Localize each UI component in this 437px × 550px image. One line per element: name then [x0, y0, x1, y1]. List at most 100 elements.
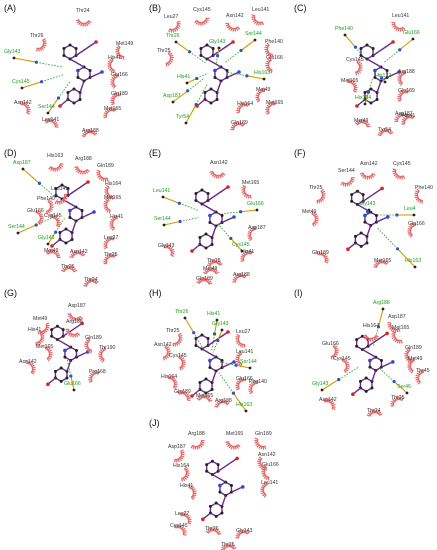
- ligand-ring: [209, 356, 223, 372]
- hydrophobic-arc: [45, 198, 54, 215]
- residue-met49: Met49: [407, 356, 423, 374]
- residue-ser144: Ser144: [338, 168, 355, 187]
- residue-bond: [184, 317, 195, 333]
- residue-label: His164: [105, 181, 121, 187]
- ligand-ring: [214, 66, 228, 82]
- residue-label: Thr24: [84, 277, 98, 283]
- hydrophobic-arc: [45, 249, 61, 259]
- residue-label: Asp187: [248, 225, 266, 231]
- atom-nitrogen: [218, 483, 222, 488]
- residue-glu166: Glu166: [110, 72, 128, 89]
- residue-label: His41: [180, 483, 193, 489]
- ligand-bond: [366, 225, 372, 237]
- atom-carbon: [194, 337, 198, 340]
- residue-bond: [235, 364, 251, 369]
- hydrophobic-arc: [340, 177, 355, 187]
- ligand-structure: [355, 40, 401, 108]
- atom-carbon: [80, 209, 84, 212]
- ligand-bond: [212, 473, 227, 483]
- hydrophobic-arc: [415, 369, 424, 385]
- atom-carbon: [211, 47, 215, 50]
- residue-arg188: Arg188: [65, 319, 83, 338]
- residue-label: Arg188: [233, 272, 250, 278]
- residue-ser144: Ser144: [224, 31, 262, 63]
- ligand-bond: [366, 58, 382, 68]
- atom-nitrogen: [213, 68, 217, 73]
- ligand-ring: [59, 228, 73, 244]
- residue-leu27: Leu27: [103, 235, 119, 249]
- residue-arg188: Arg188: [397, 69, 415, 86]
- atom-carbon: [355, 189, 359, 193]
- hydrophobic-arc: [240, 250, 253, 262]
- ligand-ring: [50, 325, 64, 341]
- residue-bond: [47, 231, 57, 245]
- atom-carbon: [64, 227, 68, 231]
- atom-nitrogen: [68, 208, 72, 213]
- atom-carbon: [343, 33, 347, 37]
- atom-carbon: [374, 213, 378, 217]
- atom-carbon: [198, 236, 202, 239]
- residue-label: Phe140: [335, 26, 353, 32]
- ligand-structure: [351, 331, 395, 397]
- panel-label: (D): [4, 148, 17, 158]
- hydrophobic-arc: [265, 57, 273, 74]
- ligand-bond: [67, 181, 89, 197]
- residue-gln189: Gln189: [96, 163, 114, 182]
- atom-carbon: [76, 76, 80, 79]
- atom-oxygen: [226, 185, 230, 189]
- residue-label: Thr25: [221, 542, 235, 548]
- atom-oxygen: [235, 456, 239, 461]
- residue-met165: Met165: [103, 195, 121, 214]
- atom-carbon: [371, 47, 375, 50]
- atom-carbon: [205, 463, 209, 467]
- atom-carbon: [194, 192, 198, 195]
- residue-label: Arg188: [188, 431, 205, 437]
- panel-label: (E): [149, 148, 161, 158]
- residue-label: Glu166: [27, 208, 44, 214]
- residue-label: Thr24: [367, 408, 381, 414]
- residue-thr25: Thr25: [103, 252, 118, 265]
- ligand-bond: [201, 203, 217, 213]
- residue-label: Thr26: [61, 264, 75, 270]
- atom-carbon: [74, 348, 78, 352]
- hydrophobic-arc: [392, 168, 406, 180]
- residue-asp187: Asp187: [247, 225, 266, 241]
- residue-asp187: Asp187: [394, 111, 413, 123]
- ligand-ring: [69, 206, 83, 222]
- residue-his41: His41: [107, 55, 121, 74]
- atom-carbon: [350, 199, 354, 203]
- atom-carbon: [220, 214, 224, 217]
- hydrophobic-arc: [394, 112, 409, 123]
- atom-carbon: [209, 87, 213, 91]
- residue-bond: [163, 220, 181, 226]
- residue-label: Gly143: [212, 321, 229, 327]
- residue-met149: Met149: [115, 41, 133, 60]
- atom-carbon: [53, 369, 57, 373]
- residue-label: Thr25: [391, 395, 405, 401]
- atom-carbon: [161, 195, 165, 199]
- atom-nitrogen: [232, 215, 236, 219]
- atom-carbon: [220, 511, 224, 515]
- residue-leu27: Leu27: [235, 329, 251, 348]
- panel-label: (B): [149, 3, 161, 13]
- residue-thr25: Thr25: [206, 258, 223, 267]
- residue-met49: Met49: [203, 266, 219, 275]
- residue-asn142: Asn142: [359, 161, 378, 180]
- residue-asn142: Asn142: [154, 342, 172, 361]
- hydrophobic-arc: [103, 253, 117, 265]
- atom-nitrogen: [373, 68, 377, 73]
- hydrophobic-arc: [54, 193, 68, 205]
- residue-leu141: Leu141: [251, 7, 269, 26]
- residue-label: Ser46: [397, 384, 411, 390]
- atom-carbon: [214, 501, 218, 505]
- residue-thr24: Thr24: [83, 277, 99, 287]
- residue-thr45: Thr45: [415, 368, 430, 385]
- residue-label: His41: [241, 249, 254, 255]
- atom-carbon: [244, 409, 248, 413]
- atom-carbon: [16, 231, 20, 235]
- residue-met165: Met165: [341, 78, 358, 93]
- residue-his41: His41: [401, 113, 415, 125]
- residue-met49: Met49: [44, 248, 61, 259]
- atom-nitrogen: [208, 358, 212, 363]
- atom-nitrogen: [397, 70, 401, 74]
